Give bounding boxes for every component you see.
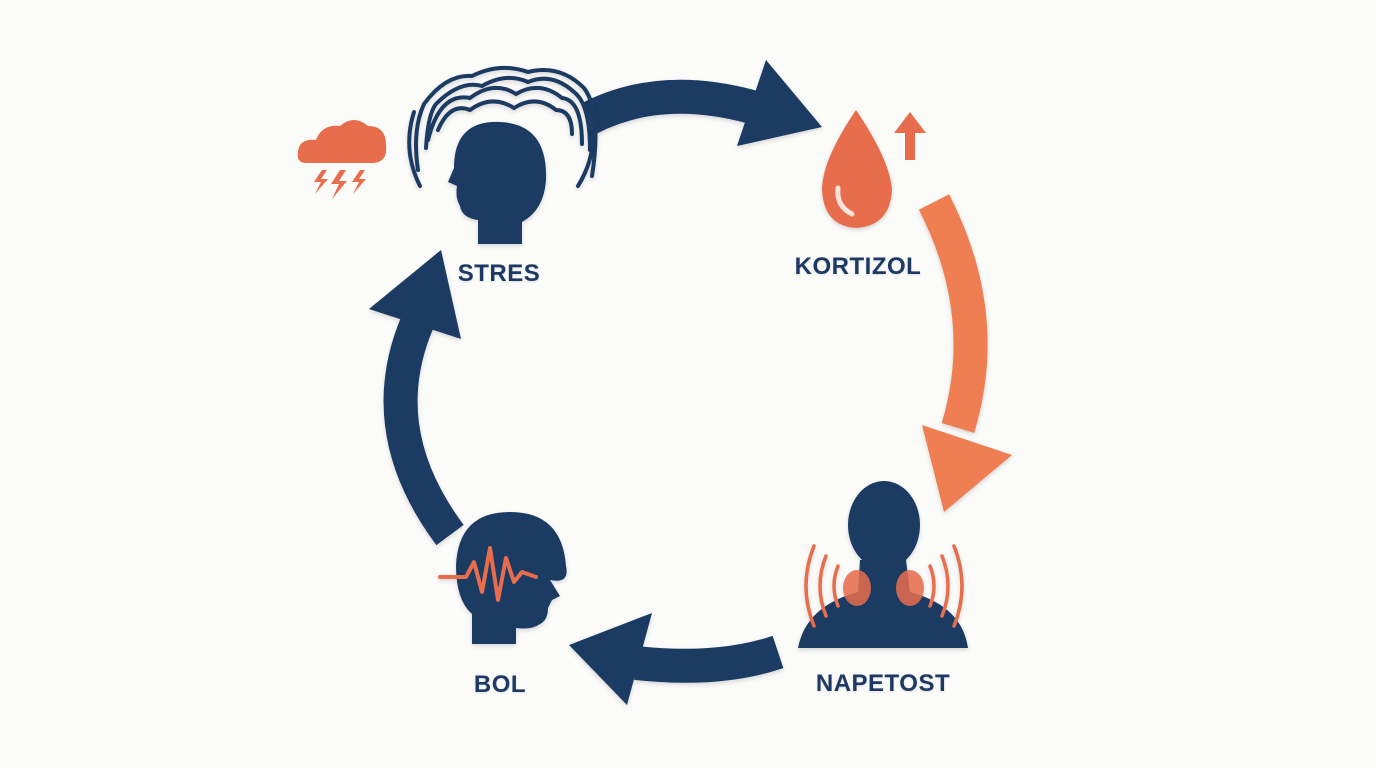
arrow-head [922,425,1012,512]
arrow-stres-to-kortizol [582,60,822,146]
arrow-body [918,194,988,433]
blood-drop-icon [822,110,892,228]
node-label-napetost: NAPETOST [815,670,951,697]
arrow-kortizol-to-napetost [918,194,1012,512]
arrow-head [369,250,461,339]
node-label-kortizol: KORTIZOL [794,253,922,280]
arrow-body [582,79,757,134]
stressed-head-icon [407,65,598,244]
arrow-body [634,635,784,683]
arrow-up-icon [894,112,926,160]
arrow-bol-to-stres [369,250,464,546]
node-label-bol: BOL [473,671,527,698]
arrow-body [383,304,464,546]
arrow-head [737,60,822,146]
arrow-head [569,613,652,705]
arrow-napetost-to-bol [569,613,784,705]
storm-cloud-icon [297,120,387,199]
node-label-stres: STRES [457,260,541,287]
head-pain-pulse-icon [438,512,567,644]
neck-tension-icon [798,481,968,648]
